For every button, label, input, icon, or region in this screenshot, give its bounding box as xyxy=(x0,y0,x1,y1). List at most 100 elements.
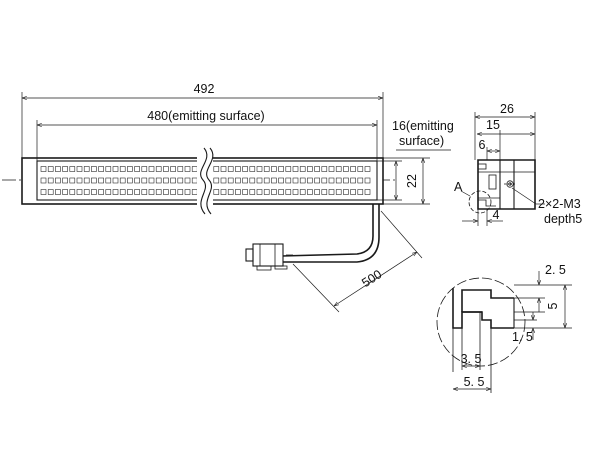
led-cell xyxy=(364,177,371,184)
led-cell xyxy=(141,177,148,184)
led-cell xyxy=(40,177,47,184)
dim-width-6-label: 6 xyxy=(479,138,486,152)
led-cell xyxy=(170,177,176,184)
led-cell xyxy=(148,166,155,172)
led-cell xyxy=(83,189,90,195)
led-cell xyxy=(271,177,277,184)
led-cell xyxy=(148,177,155,184)
led-cell xyxy=(55,189,61,195)
led-cell xyxy=(271,166,277,172)
led-cell xyxy=(98,177,104,184)
led-cell xyxy=(112,166,119,172)
cable-and-connector xyxy=(245,204,380,271)
led-cell xyxy=(335,189,342,195)
led-cell xyxy=(177,189,184,195)
dimension-overall-length: 492 xyxy=(21,82,384,158)
led-cell xyxy=(177,166,184,172)
led-cell xyxy=(227,189,234,195)
led-cell xyxy=(263,189,270,195)
led-cell xyxy=(242,189,248,195)
detail-callout-label: A xyxy=(454,180,463,194)
detail-dim-3-5-label: 3. 5 xyxy=(461,352,482,366)
led-cell xyxy=(328,166,335,172)
led-cell xyxy=(191,166,198,172)
led-cell xyxy=(40,189,47,195)
led-cell xyxy=(105,166,112,172)
led-cell xyxy=(213,177,220,184)
led-cell xyxy=(357,177,364,184)
led-cell xyxy=(76,166,83,172)
led-cell xyxy=(328,177,335,184)
led-cell xyxy=(364,189,371,195)
led-cell xyxy=(249,166,256,172)
led-cell xyxy=(69,189,76,195)
led-cell xyxy=(127,166,133,172)
led-cell xyxy=(321,166,328,172)
led-cell xyxy=(285,177,292,184)
led-cell xyxy=(141,166,148,172)
led-cell xyxy=(191,189,198,195)
led-cell xyxy=(278,166,284,172)
led-cell xyxy=(155,166,162,172)
led-cell xyxy=(271,189,277,195)
dim-height-label: 22 xyxy=(405,174,419,188)
led-cell xyxy=(242,166,248,172)
led-cell xyxy=(184,177,191,184)
led-cell xyxy=(98,189,104,195)
led-cell xyxy=(76,177,83,184)
led-cell xyxy=(55,177,61,184)
led-cell xyxy=(83,177,90,184)
led-cell xyxy=(307,166,313,172)
led-cell xyxy=(285,166,292,172)
led-cell xyxy=(69,166,76,172)
led-cell xyxy=(112,177,119,184)
led-cell xyxy=(62,166,68,172)
led-cell xyxy=(134,166,140,172)
led-cell xyxy=(227,177,234,184)
led-cell xyxy=(191,177,198,184)
led-cell xyxy=(256,177,263,184)
led-cell xyxy=(91,166,97,172)
led-cell xyxy=(127,177,133,184)
led-cell xyxy=(278,189,284,195)
led-cell xyxy=(170,189,176,195)
led-cell xyxy=(256,166,263,172)
led-cell xyxy=(235,189,241,195)
led-cell xyxy=(299,177,306,184)
led-cell xyxy=(314,166,320,172)
led-cell xyxy=(292,166,299,172)
led-cell xyxy=(91,189,97,195)
dim-overall-length-label: 492 xyxy=(194,82,215,96)
led-cell xyxy=(62,177,68,184)
detail-dim-5-label: 5 xyxy=(546,302,560,309)
detail-dim-1-5-label: 1. 5 xyxy=(512,330,533,344)
led-cell xyxy=(163,189,169,195)
led-cell xyxy=(220,177,227,184)
led-cell xyxy=(105,189,112,195)
dimension-emitting-length: 480(emitting surface) xyxy=(36,109,378,161)
dim-emitting-length-label: 480(emitting surface) xyxy=(147,109,264,123)
dim-width-4-label: 4 xyxy=(493,208,500,222)
detail-dim-5-5-label: 5. 5 xyxy=(464,375,485,389)
led-cell xyxy=(235,177,241,184)
led-cell xyxy=(350,177,356,184)
led-cell xyxy=(69,177,76,184)
connector xyxy=(252,243,284,267)
led-cell xyxy=(177,177,184,184)
led-cell xyxy=(119,189,126,195)
led-cell xyxy=(350,189,356,195)
led-cell xyxy=(249,177,256,184)
led-cell xyxy=(249,189,256,195)
led-cell xyxy=(299,166,306,172)
led-cell xyxy=(263,177,270,184)
led-cell xyxy=(357,189,364,195)
led-cell xyxy=(119,166,126,172)
detail-view-a: 5 2. 5 1. 5 3. 5 5. 5 xyxy=(436,263,572,393)
led-cell xyxy=(127,189,133,195)
led-cell xyxy=(91,177,97,184)
led-cell xyxy=(278,177,284,184)
thread-spec-line2: depth5 xyxy=(544,212,582,226)
led-cell xyxy=(105,177,112,184)
led-cell xyxy=(299,189,306,195)
light-bar-front-view xyxy=(2,147,396,215)
